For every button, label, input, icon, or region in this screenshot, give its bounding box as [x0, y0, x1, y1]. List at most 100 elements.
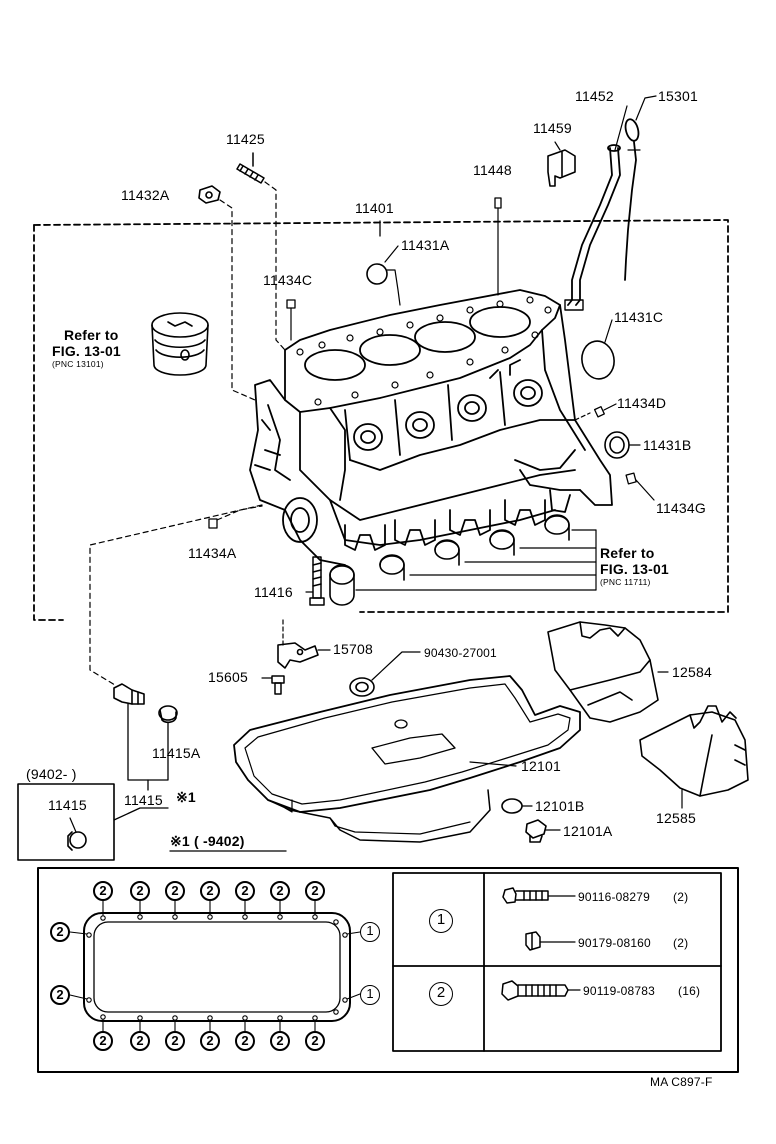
part-label-12584: 12584: [672, 664, 712, 680]
refer-line1: Refer to: [64, 327, 119, 343]
gasket-mark-bottom-3: 2: [165, 1031, 185, 1051]
pin-11434D-icon: [593, 406, 605, 418]
drain-plug-icon: [525, 819, 547, 843]
refer-line2: FIG. 13-01: [52, 343, 121, 359]
refer-to-bearings: Refer to FIG. 13-01 (PNC 11711): [600, 545, 669, 587]
cylinder-block-icon: [249, 289, 613, 566]
part-label-11401: 11401: [355, 200, 394, 216]
table-key-2: 2: [429, 982, 453, 1006]
gasket-mark-top-2: 2: [130, 881, 150, 901]
part-label-11434G: 11434G: [656, 500, 706, 516]
piston-icon: [151, 312, 209, 376]
gasket-mark-right-1: 1: [360, 922, 380, 942]
part-label-11448: 11448: [473, 162, 512, 178]
gasket-mark-bottom-2: 2: [130, 1031, 150, 1051]
stud-icon: [236, 152, 265, 184]
bolt-table: [392, 872, 722, 1052]
gasket-mark-bottom-6: 2: [270, 1031, 290, 1051]
refer-to-piston: Refer to FIG. 13-01 (PNC 13101): [52, 327, 121, 369]
part-label-11432A: 11432A: [121, 187, 170, 203]
date-range-open: (9402- ): [26, 766, 77, 782]
block-assembly-boundary: [33, 219, 729, 621]
part-label-11416: 11416: [254, 584, 293, 600]
bearing-shells-icon: [329, 514, 570, 606]
note-date-range: ※1 ( -9402): [170, 833, 245, 849]
drain-gasket-icon: [501, 798, 523, 814]
gasket-ring-icon: [349, 677, 375, 697]
refer-line3: (PNC 13101): [52, 359, 104, 369]
part-label-12101: 12101: [521, 758, 561, 774]
part-label-11434A: 11434A: [188, 545, 237, 561]
insulator-12584-icon: [547, 621, 659, 723]
refer-line1: Refer to: [600, 545, 655, 561]
part-label-15301: 15301: [658, 88, 698, 104]
expansion-plug-11431C-icon: [581, 340, 615, 380]
gasket-mark-bottom-1: 2: [93, 1031, 113, 1051]
bolt-layout-box: [37, 867, 739, 1073]
part-11415-box: [17, 783, 115, 861]
bolt-15605-icon: [271, 675, 285, 695]
gasket-mark-bottom-4: 2: [200, 1031, 220, 1051]
part-label-11434D: 11434D: [617, 395, 667, 411]
note-mark: ※1: [176, 789, 196, 805]
part-label-12585: 12585: [656, 810, 696, 826]
footer-code: MA C897-F: [650, 1075, 713, 1089]
oil-pressure-sensor-icon: [547, 141, 576, 187]
nut-qty: (2): [673, 936, 689, 950]
gasket-mark-top-1: 2: [93, 881, 113, 901]
bolt-qty: (16): [678, 984, 701, 998]
part-label-11431C: 11431C: [614, 309, 664, 325]
gasket-mark-top-5: 2: [235, 881, 255, 901]
part-label-12101A: 12101A: [563, 823, 613, 839]
dipstick-guide-icon: [564, 144, 621, 311]
oil-pressure-switch-icon: [113, 683, 145, 705]
part-label-15605: 15605: [208, 669, 248, 685]
bolt-qty: (2): [673, 890, 689, 904]
nut-90179-icon: [525, 931, 576, 951]
bolt-11416-icon: [309, 556, 325, 606]
part-label-15708: 15708: [333, 641, 373, 657]
part-label-11434C: 11434C: [263, 272, 313, 288]
bolt-part-number: 90116-08279: [578, 890, 651, 904]
insulator-12585-icon: [639, 705, 749, 797]
gasket-mark-bottom-7: 2: [305, 1031, 325, 1051]
refer-line2: FIG. 13-01: [600, 561, 669, 577]
pin-11434C-icon: [286, 299, 296, 309]
bolt-part-number: 90119-08783: [583, 984, 656, 998]
gasket-mark-top-3: 2: [165, 881, 185, 901]
bolt-90119-icon: [501, 980, 581, 1001]
part-label-11431A: 11431A: [401, 237, 450, 253]
gasket-mark-right-2: 1: [360, 985, 380, 1005]
expansion-plug-11431B-icon: [604, 431, 630, 459]
table-key-1: 1: [429, 909, 453, 933]
part-label-11425: 11425: [226, 131, 265, 147]
pin-11434G-icon: [625, 472, 637, 485]
part-label-11415-box: 11415: [48, 797, 87, 813]
pin-11434A-icon: [208, 518, 218, 529]
gasket-mark-left-2: 2: [50, 985, 70, 1005]
part-label-12101B: 12101B: [535, 798, 585, 814]
part-label-11415A: 11415A: [152, 745, 201, 761]
expansion-plug-11431A-icon: [366, 263, 401, 306]
part-label-11452: 11452: [575, 88, 614, 104]
refer-line3: (PNC 11711): [600, 577, 651, 587]
gasket-mark-top-6: 2: [270, 881, 290, 901]
nut-part-number: 90179-08160: [578, 936, 651, 950]
dipstick-icon: [624, 118, 641, 281]
plug-11415-icon: [67, 831, 87, 851]
part-label-90430-27001: 90430-27001: [424, 646, 497, 660]
part-label-11431B: 11431B: [643, 437, 692, 453]
oil-pan-icon: [233, 675, 581, 843]
baffle-bracket-icon: [277, 642, 319, 669]
part-label-11459: 11459: [533, 120, 572, 136]
plug-11415A-icon: [158, 705, 178, 724]
oil-pan-gasket-icon: [83, 912, 351, 1022]
plug-11432A-icon: [198, 185, 221, 204]
gasket-mark-top-4: 2: [200, 881, 220, 901]
bolt-90116-icon: [502, 887, 576, 904]
gasket-mark-top-7: 2: [305, 881, 325, 901]
gasket-mark-bottom-5: 2: [235, 1031, 255, 1051]
gasket-mark-left-1: 2: [50, 922, 70, 942]
pin-11448-icon: [494, 197, 502, 209]
